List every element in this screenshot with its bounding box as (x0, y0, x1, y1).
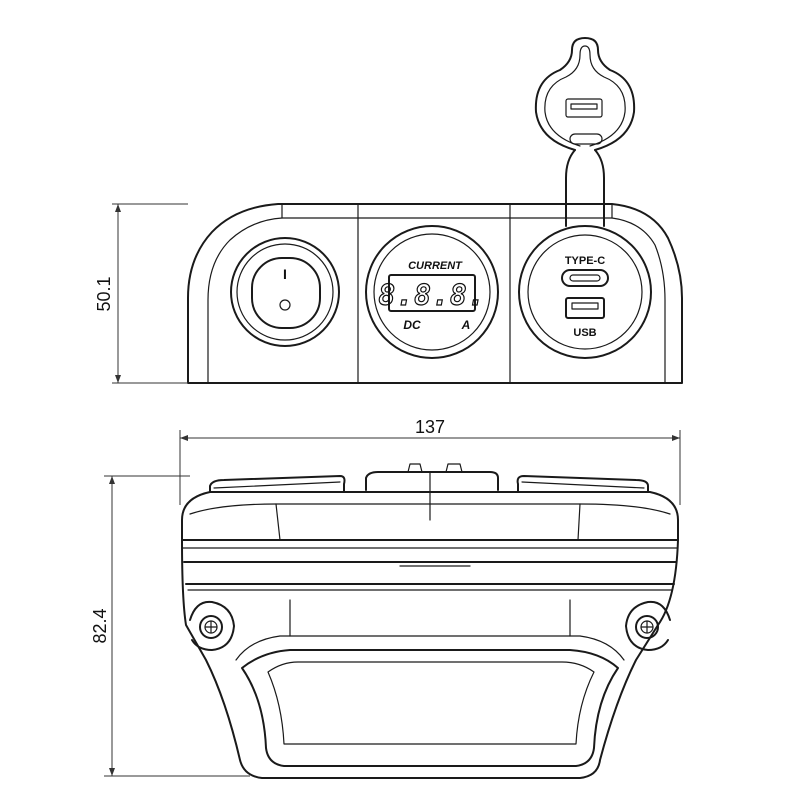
cap-usb-a-plug-inner (570, 103, 598, 110)
meter-label-dc: DC (403, 318, 421, 332)
meter-bezel-inner (373, 233, 491, 351)
usb-label: USB (573, 327, 596, 339)
switch-bezel-outer (230, 237, 340, 347)
switch-bezel-inner (236, 243, 334, 341)
top-tab-1 (407, 463, 423, 473)
dimension-height-value: 50.1 (94, 276, 114, 311)
top-view: 137 82.4 (90, 417, 681, 779)
meter-bezel-outer (365, 225, 499, 359)
top-rib-right (516, 475, 649, 493)
rocker-switch: I (230, 237, 340, 347)
dimension-depth: 82.4 (90, 475, 250, 777)
socket-cap-inner (544, 45, 626, 147)
cap-typec-plug (569, 133, 603, 145)
cap-usb-a-plug (565, 98, 603, 118)
socket-cap-outline (534, 37, 636, 151)
top-lower-recess (241, 649, 619, 767)
socket-bezel-inner (527, 234, 643, 350)
meter-display-window (388, 274, 476, 312)
top-tab-2 (445, 463, 463, 473)
meter-display-digits: 8.8.8. (378, 279, 485, 312)
socket-cap-strap (565, 149, 605, 227)
typec-port-inner (569, 274, 601, 282)
dimension-depth-value: 82.4 (90, 608, 110, 643)
mounting-hole-left (189, 600, 235, 651)
front-housing-outline (187, 203, 683, 384)
usb-a-port (565, 297, 605, 319)
top-rib-left (209, 475, 346, 493)
usb-a-port-inner (571, 302, 599, 310)
current-meter: CURRENT 8.8.8. DC A (365, 225, 499, 359)
front-view: I CURRENT 8.8.8. DC A TYPE-C USB (94, 37, 683, 384)
top-body-outline (181, 491, 679, 779)
top-rib-center (365, 471, 499, 491)
usb-socket: TYPE-C USB (518, 37, 652, 359)
typec-port (561, 269, 609, 287)
mounting-hole-right (625, 600, 671, 651)
socket-bezel-outer (518, 225, 652, 359)
dimension-height: 50.1 (94, 203, 188, 384)
dimension-width-value: 137 (415, 417, 445, 437)
switch-rocker (251, 257, 321, 329)
dimension-width: 137 (179, 417, 681, 505)
meter-label-top: CURRENT (408, 260, 463, 272)
top-lower-recess-outer (235, 635, 625, 661)
top-front-chamfer (189, 503, 671, 515)
top-lower-recess-inner (267, 661, 595, 745)
switch-on-symbol: I (283, 266, 287, 282)
typec-label: TYPE-C (565, 255, 605, 267)
switch-off-symbol-mark (279, 299, 291, 311)
meter-label-a: A (461, 318, 471, 332)
